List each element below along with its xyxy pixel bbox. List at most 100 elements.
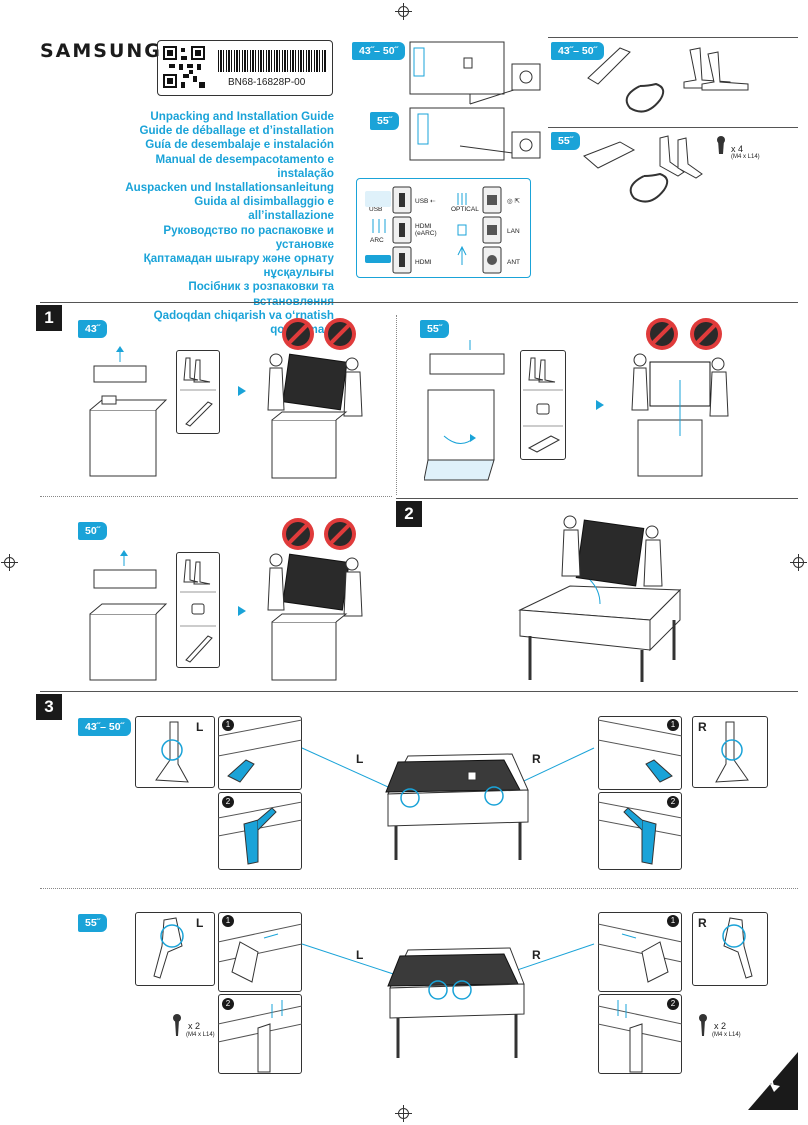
- size-tag-43-50-top: 43˝– 50˝: [352, 42, 406, 60]
- step-arrow-55: [596, 400, 604, 410]
- title-en: Unpacking and Installation Guide: [150, 110, 334, 123]
- optical-label: OPTICAL: [451, 206, 479, 213]
- size-tag-43-50-stand: 43˝– 50˝: [78, 718, 132, 736]
- screw-count-left: x 2: [188, 1021, 201, 1031]
- title-uk: Посібник з розпаковки та встановлення: [188, 280, 334, 307]
- table-label-right-55: R: [532, 948, 541, 962]
- ant-label: ANT: [507, 259, 520, 266]
- no-face-down-icon-50b: [324, 518, 356, 550]
- title-es: Guía de desembalaje e instalación: [145, 138, 334, 152]
- section-1-badge: 1: [36, 305, 62, 331]
- size-tag-55-unpack: 55˝: [420, 320, 450, 338]
- title-it: Guida al disimballaggio e all’installazi…: [194, 195, 334, 223]
- stand-left-detail-43-50: [155, 721, 189, 783]
- divider-2-top: [396, 315, 397, 495]
- brand-logo: SAMSUNG: [40, 40, 162, 62]
- divider-3: [40, 888, 798, 889]
- table-tv-55: [301, 943, 595, 1058]
- ports-panel: USB USB ⇠ OPTICAL ◎ ⇱ ARC HDMI (eARC) LA…: [356, 178, 531, 278]
- no-face-down-icon-43b: [324, 318, 356, 350]
- step-right-detail-43-50: [598, 719, 682, 865]
- step-badge-left-1-55: 1: [222, 915, 234, 927]
- stand-right-label-55: R: [698, 916, 707, 930]
- title-de: Auspacken und Installationsanleitung: [125, 181, 334, 195]
- section-3-rule: [40, 691, 798, 692]
- product-label: [157, 40, 333, 96]
- no-face-down-icon-55a: [646, 318, 678, 350]
- unpack-box-50: [89, 550, 168, 681]
- stand-right-detail-43-50: [715, 721, 749, 783]
- header-rule-right-1: [548, 37, 798, 38]
- usb-port-label: USB ⇠: [415, 198, 436, 205]
- tv-rear-diagram: [409, 41, 541, 161]
- screw-icon-right: [699, 1014, 707, 1036]
- stand-right-detail-55: [722, 917, 753, 979]
- size-tag-55-stand: 55˝: [78, 914, 108, 932]
- screw-count-right: x 2: [714, 1021, 727, 1031]
- lift-tv-55: [631, 353, 729, 477]
- screw-spec-left: (M4 x L14): [186, 1032, 215, 1038]
- product-code: BN68-16828P-00: [228, 77, 306, 88]
- size-tag-55-top: 55˝: [370, 112, 400, 130]
- size-tag-43-50-contents: 43˝– 50˝: [551, 42, 605, 60]
- title-kk: Қаптамадан шығару және орнату нұсқаулығы: [143, 252, 334, 280]
- section-1-rule: [40, 302, 798, 303]
- header-rule-right-2: [548, 127, 798, 128]
- step-badge-left-2-43-50: 2: [222, 796, 234, 808]
- crop-mark-right: [790, 554, 807, 571]
- arc-label: ARC: [370, 237, 384, 244]
- stand-left-detail-55: [153, 917, 184, 979]
- section-2-rule: [396, 498, 798, 499]
- step-right-detail-55: [598, 923, 682, 1073]
- qr-code-icon: [163, 46, 205, 88]
- no-face-down-icon-50a: [282, 518, 314, 550]
- stand-left-label-55: L: [196, 916, 204, 930]
- section-3-badge: 3: [36, 694, 62, 720]
- guide-titles: Unpacking and Installation Guide Guide d…: [120, 110, 334, 337]
- divider-1-left: [40, 496, 392, 497]
- table-label-right-43-50: R: [532, 752, 541, 766]
- size-tag-50: 50˝: [78, 522, 108, 540]
- title-pt: Manual de desempacotamento e instalação: [155, 152, 334, 180]
- step-badge-left-2-55: 2: [222, 998, 234, 1010]
- table-label-left-43-50: L: [356, 752, 364, 766]
- step-arrow-43: [238, 386, 246, 396]
- step-arrow-50: [238, 606, 246, 616]
- screw-spec-x4: (M4 x L14): [731, 154, 760, 160]
- lan-label: LAN: [507, 228, 520, 235]
- stand-parts-43-50: [587, 47, 749, 113]
- barcode: [218, 50, 326, 72]
- lift-tv-43: [267, 353, 363, 479]
- section-2-badge: 2: [396, 501, 422, 527]
- page-turn-corner-icon: [748, 1052, 798, 1110]
- parts-box-43-items: [180, 357, 216, 427]
- no-face-down-icon-55b: [690, 318, 722, 350]
- stand-right-label-43-50: R: [698, 720, 707, 734]
- parts-box-55-items: [523, 357, 563, 453]
- step-badge-left-1-43-50: 1: [222, 719, 234, 731]
- step-badge-right-1-43-50: 1: [667, 719, 679, 731]
- screw-spec-right: (M4 x L14): [712, 1032, 741, 1038]
- crop-mark-bottom: [395, 1105, 412, 1122]
- size-tag-55-contents: 55˝: [551, 132, 581, 150]
- title-ru: Руководство по распаковке и установке: [163, 223, 334, 251]
- port-icons: [365, 186, 502, 274]
- table-label-left-55: L: [356, 948, 364, 962]
- unpack-box-55: [424, 340, 505, 481]
- hdmi-earc-label: HDMI (eARC): [415, 223, 437, 237]
- step-badge-right-1-55: 1: [667, 915, 679, 927]
- crop-mark-left: [1, 554, 18, 571]
- table-tv-43-50: [301, 747, 595, 860]
- place-tv-on-table: [518, 515, 682, 682]
- step-badge-right-2-55: 2: [667, 998, 679, 1010]
- unpack-box-43: [89, 346, 168, 477]
- size-tag-43: 43˝: [78, 320, 108, 338]
- stand-parts-55: [583, 135, 725, 203]
- step-left-detail-43-50: [218, 719, 302, 865]
- screw-count-x4: x 4: [731, 144, 744, 154]
- crop-mark-top: [395, 3, 412, 20]
- title-fr: Guide de déballage et d’installation: [139, 124, 334, 138]
- lift-tv-50: [267, 553, 363, 681]
- optical-port-icon: ◎ ⇱: [507, 198, 520, 205]
- screw-icon-left: [173, 1014, 181, 1036]
